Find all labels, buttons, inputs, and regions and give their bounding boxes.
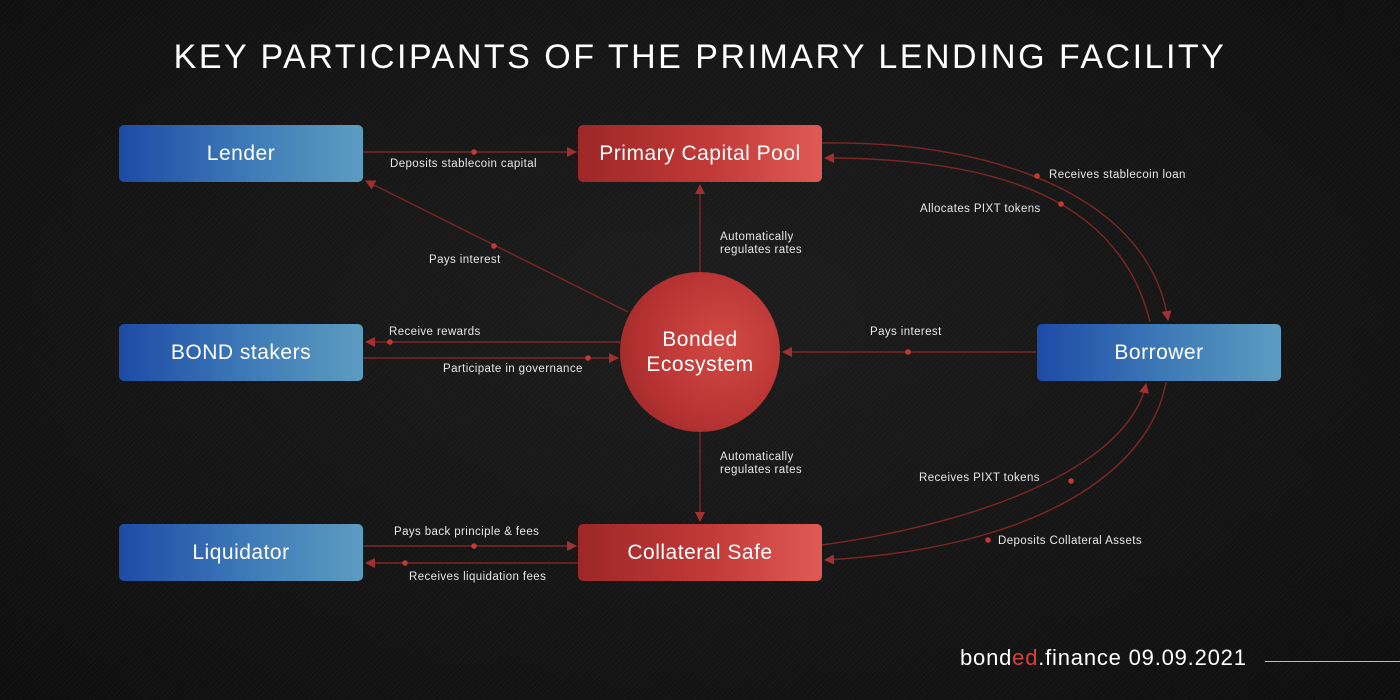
- label-regulates-bottom-line2: regulates rates: [720, 464, 803, 476]
- label-regulates-top-line1: Automatically: [720, 231, 794, 243]
- label-receives-pixt: Receives PIXT tokens: [919, 472, 1040, 484]
- label-pays-interest-lender: Pays interest: [429, 254, 501, 266]
- label-pays-back: Pays back principle & fees: [394, 526, 540, 538]
- label-deposits-collateral: Deposits Collateral Assets: [998, 535, 1142, 547]
- edge-dot: [1058, 201, 1064, 207]
- node-collateral-safe: Collateral Safe: [578, 524, 822, 581]
- node-lender: Lender: [119, 125, 363, 182]
- edge-dot: [905, 349, 911, 355]
- node-bonded-ecosystem: Bonded Ecosystem: [620, 272, 780, 432]
- edge-deposits-collateral: [824, 381, 1167, 565]
- label-deposits-stablecoin: Deposits stablecoin capital: [390, 158, 537, 170]
- node-borrower-label: Borrower: [1114, 340, 1204, 364]
- label-pays-interest-borrower: Pays interest: [870, 326, 942, 338]
- label-regulates-bottom: Automatically regulates rates: [720, 451, 802, 477]
- edge-dot: [387, 339, 393, 345]
- footer-brand-part3: .finance: [1038, 645, 1122, 670]
- edge-receives-pixt: [821, 383, 1150, 546]
- edge-dot: [985, 537, 991, 543]
- edge-dot: [585, 355, 591, 361]
- edge-dot: [471, 543, 477, 549]
- node-bond-stakers-label: BOND stakers: [170, 340, 312, 364]
- node-primary-capital-pool-label: Primary Capital Pool: [599, 141, 801, 165]
- edge-dot: [471, 149, 477, 155]
- edge-dot: [1068, 478, 1074, 484]
- node-bonded-ecosystem-line1: Bonded: [662, 328, 738, 351]
- label-allocates-pixt: Allocates PIXT tokens: [920, 203, 1041, 215]
- node-liquidator: Liquidator: [119, 524, 363, 581]
- edge-allocates-pixt: [824, 153, 1151, 323]
- node-lender-label: Lender: [206, 141, 276, 165]
- label-regulates-top: Automatically regulates rates: [720, 231, 802, 257]
- footer-divider: [1265, 661, 1400, 662]
- label-regulates-top-line2: regulates rates: [720, 244, 803, 256]
- footer-brand-part1: bond: [960, 645, 1013, 670]
- node-primary-capital-pool: Primary Capital Pool: [578, 125, 822, 182]
- node-collateral-safe-label: Collateral Safe: [627, 540, 773, 564]
- node-bond-stakers: BOND stakers: [119, 324, 363, 381]
- label-liquidation-fees: Receives liquidation fees: [409, 571, 547, 583]
- diagram-title: KEY PARTICIPANTS OF THE PRIMARY LENDING …: [173, 38, 1227, 76]
- node-bonded-ecosystem-line2: Ecosystem: [646, 353, 754, 376]
- label-receive-rewards: Receive rewards: [389, 326, 481, 338]
- footer-brand: bonded.finance 09.09.2021: [960, 645, 1247, 671]
- footer-brand-accent: ed: [1012, 645, 1039, 670]
- label-participate-governance: Participate in governance: [443, 363, 583, 375]
- edge-receives-stablecoin-loan: [821, 142, 1172, 321]
- edge-dot: [1034, 173, 1040, 179]
- edge-pays-interest-lender: [365, 180, 629, 313]
- node-borrower: Borrower: [1037, 324, 1281, 381]
- edge-dot: [402, 560, 408, 566]
- label-regulates-bottom-line1: Automatically: [720, 451, 794, 463]
- footer-date: 09.09.2021: [1128, 645, 1247, 670]
- node-liquidator-label: Liquidator: [192, 540, 290, 564]
- label-receives-stablecoin-loan: Receives stablecoin loan: [1049, 169, 1186, 181]
- edge-dot: [491, 243, 497, 249]
